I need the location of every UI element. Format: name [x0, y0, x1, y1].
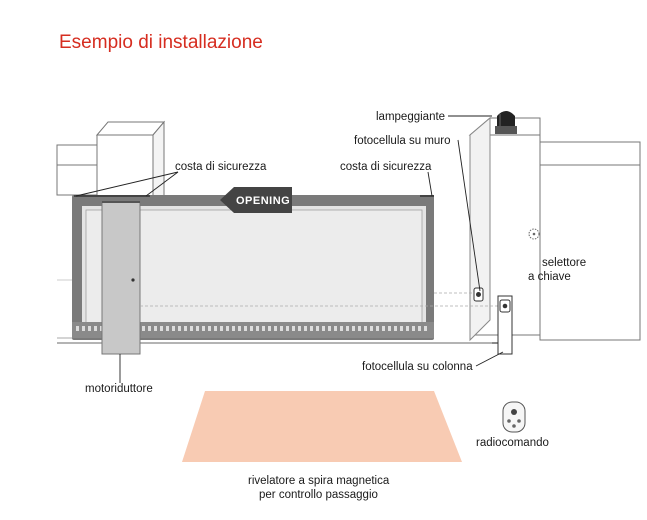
label-costa-left: costa di sicurezza [175, 161, 267, 173]
rack-tooth [280, 326, 283, 331]
rack-tooth [328, 326, 331, 331]
rack-tooth [232, 326, 235, 331]
rack-tooth [262, 326, 265, 331]
remote-control-icon [502, 401, 526, 433]
rack-tooth [358, 326, 361, 331]
rack-tooth [286, 326, 289, 331]
opening-arrow-icon: OPENING [220, 187, 292, 213]
label-rivelatore-1: rivelatore a spira magnetica [248, 475, 390, 487]
rack-tooth [226, 326, 229, 331]
rack-tooth [148, 326, 151, 331]
rack-tooth [304, 326, 307, 331]
rack-tooth [202, 326, 205, 331]
label-selettore-2: a chiave [528, 271, 571, 283]
label-fotocellula-muro: fotocellula su muro [354, 135, 451, 147]
label-radiocomando: radiocomando [476, 437, 549, 449]
rack-tooth [382, 326, 385, 331]
rack-tooth [214, 326, 217, 331]
motor-icon [101, 201, 141, 355]
rack-tooth [394, 326, 397, 331]
rack-tooth [190, 326, 193, 331]
rack-tooth [82, 326, 85, 331]
magnetic-loop-detector [182, 391, 462, 462]
rack-tooth [76, 326, 79, 331]
label-costa-right: costa di sicurezza [340, 161, 432, 173]
label-lampeggiante: lampeggiante [376, 111, 445, 123]
rack-tooth [244, 326, 247, 331]
rack-tooth [250, 326, 253, 331]
leader-lines [75, 115, 504, 383]
rack-tooth [346, 326, 349, 331]
rack-tooth [376, 326, 379, 331]
rack-tooth [352, 326, 355, 331]
rack-tooth [340, 326, 343, 331]
rack-tooth [208, 326, 211, 331]
rack-tooth [196, 326, 199, 331]
opening-label: OPENING [236, 195, 290, 207]
rack-tooth [400, 326, 403, 331]
rack-tooth [292, 326, 295, 331]
rack-tooth [370, 326, 373, 331]
photocell-column-icon [492, 295, 513, 355]
rack-tooth [316, 326, 319, 331]
rack-tooth [256, 326, 259, 331]
rack-tooth [160, 326, 163, 331]
background-walls [56, 141, 641, 341]
rack-tooth [322, 326, 325, 331]
label-fotocellula-colonna: fotocellula su colonna [362, 361, 473, 373]
rack-tooth [274, 326, 277, 331]
photocell-icon [473, 287, 484, 302]
rack-tooth [154, 326, 157, 331]
rack-tooth [184, 326, 187, 331]
rack-tooth [388, 326, 391, 331]
rack-tooth [94, 326, 97, 331]
lamp-icon [495, 111, 517, 134]
rack-tooth [334, 326, 337, 331]
rack-tooth [142, 326, 145, 331]
rack-tooth [166, 326, 169, 331]
rack-tooth [238, 326, 241, 331]
rack-tooth [364, 326, 367, 331]
rack-tooth [310, 326, 313, 331]
label-selettore-1: selettore [542, 257, 586, 269]
rack-tooth [220, 326, 223, 331]
page-title: Esempio di installazione [59, 32, 263, 53]
rack-tooth [172, 326, 175, 331]
rack-tooth [424, 326, 427, 331]
rack-tooth [268, 326, 271, 331]
rack-tooth [418, 326, 421, 331]
rack-tooth [412, 326, 415, 331]
rack-tooth [178, 326, 181, 331]
rack-tooth [298, 326, 301, 331]
rack-tooth [88, 326, 91, 331]
rack-tooth [406, 326, 409, 331]
label-rivelatore-2: per controllo passaggio [259, 489, 378, 501]
key-selector-icon [528, 228, 540, 240]
label-motoriduttore: motoriduttore [85, 383, 153, 395]
